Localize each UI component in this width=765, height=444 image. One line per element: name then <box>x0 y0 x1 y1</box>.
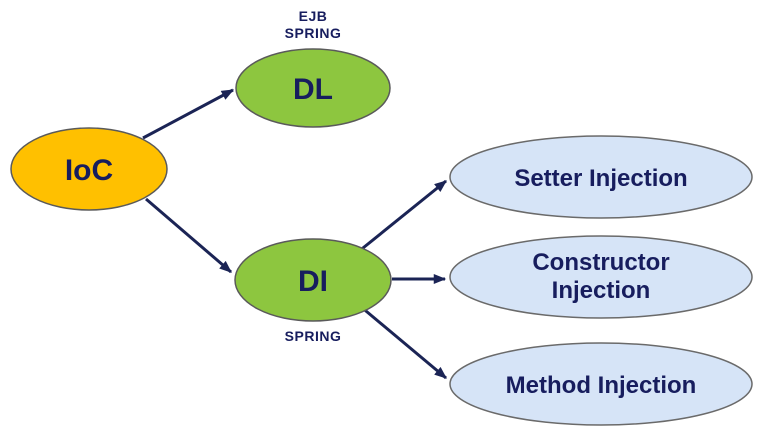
method-injection-ellipse <box>449 342 753 426</box>
method-injection-label: Method Injection <box>506 372 697 399</box>
dl-label: DL <box>293 73 333 106</box>
edge-di-to-method <box>359 304 447 380</box>
setter-injection-label: Setter Injection <box>514 165 687 192</box>
edge-ioc-to-di <box>145 197 232 274</box>
constructor-injection-label-line2: Injection <box>552 277 651 304</box>
dl-caption-line1: EJB <box>299 8 328 24</box>
ioc-ellipse <box>10 127 168 211</box>
edge-di-to-setter <box>357 179 447 254</box>
di-caption: SPRING <box>285 328 342 344</box>
di-ellipse <box>234 238 392 322</box>
di-label: DI <box>298 265 328 298</box>
diagram-edges <box>142 88 447 380</box>
node-di: DI <box>234 238 392 322</box>
node-method-injection: Method Injection <box>449 342 753 426</box>
node-ioc: IoC <box>10 127 168 211</box>
constructor-injection-label-line1: Constructor <box>532 249 669 276</box>
ioc-label: IoC <box>65 154 113 187</box>
constructor-injection-ellipse <box>449 235 753 319</box>
node-dl: DL <box>235 48 391 128</box>
dl-ellipse <box>235 48 391 128</box>
dl-caption: EJB SPRING <box>285 8 342 41</box>
node-setter-injection: Setter Injection <box>449 135 753 219</box>
edge-ioc-to-dl <box>142 88 235 140</box>
dl-caption-line2: SPRING <box>285 25 342 41</box>
node-constructor-injection: Constructor Injection <box>449 235 753 319</box>
setter-injection-ellipse <box>449 135 753 219</box>
